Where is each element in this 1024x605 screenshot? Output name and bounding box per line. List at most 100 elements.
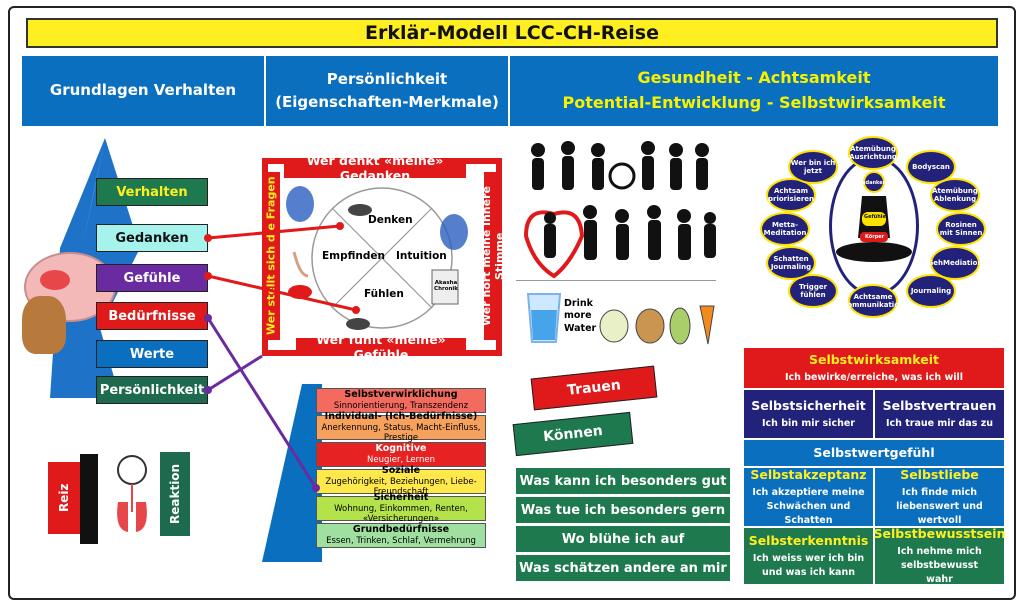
selbsterkenntnis-box: Selbsterkenntnis Ich weiss wer ich bin u… — [744, 528, 873, 584]
med-node-rosinen: Rosinen mit Sinnen — [936, 212, 986, 246]
label-verhalten: Verhalten — [96, 178, 208, 206]
vegetables-icon — [599, 305, 715, 345]
med-node-metta: Metta-Meditation — [760, 212, 810, 246]
med-node-schatten: Schatten Journaling — [766, 246, 816, 280]
chakra-gedanken: Gedanken — [858, 180, 887, 186]
selbsterkenntnis-sub1: Ich weiss wer ich bin — [752, 553, 865, 565]
meditation-wheel: Gedanken Gefühle Körper Atemübung Ausric… — [754, 128, 994, 318]
eye-icon-bottom — [346, 318, 370, 330]
ear-icon-left — [286, 186, 314, 222]
pyramid-blue-wedge — [262, 384, 322, 562]
selbstbewusstsein-sub2: wahr — [926, 573, 953, 585]
wheel-intuition: Intuition — [396, 250, 447, 262]
book-icon — [431, 269, 459, 305]
header-persoenlichkeit-line1: Persönlichkeit — [326, 69, 448, 88]
header-persoenlichkeit-line2: (Eigenschaften-Merkmale) — [275, 93, 499, 111]
pyramid-level-2-title: Individual- (Ich-Bedürfnisse) — [324, 410, 478, 422]
med-node-trigger: Trigger fühlen — [788, 274, 838, 308]
meditating-person-icon — [836, 171, 912, 262]
reaktion-label: Reaktion — [160, 452, 190, 536]
pyramid-level-4: Soziale Zugehörigkeit, Beziehungen, Lieb… — [316, 465, 486, 497]
pyramid-level-2-sub: Anerkennung, Status, Macht-Einfluss, Pre… — [321, 422, 481, 444]
divider-line — [516, 280, 716, 281]
selbstbewusstsein-box: Selbstbewusstsein Ich nehme mich selbstb… — [874, 526, 1006, 585]
wheel-empfinden: Empfinden — [322, 250, 385, 262]
header-gesundheit-line1: Gesundheit - Achtsamkeit — [637, 68, 871, 88]
selbstliebe-sub2: liebenswert und wertvoll — [896, 501, 983, 526]
nose-icon — [292, 251, 309, 278]
heart-icon — [523, 210, 585, 279]
header-gesundheit-line2: Potential-Entwicklung - Selbstwirksamkei… — [562, 93, 946, 112]
pyramid-level-3-sub: Neugier, Lernen — [366, 455, 436, 466]
door-icon — [80, 454, 98, 544]
pyramid-level-3-title: Kognitive — [375, 443, 427, 455]
amygdala-icon — [40, 270, 70, 290]
wheel-fuehlen: Fühlen — [364, 288, 404, 300]
selbsterkenntnis-sub2: und was ich kann — [762, 567, 855, 579]
header-gesundheit: Gesundheit - Achtsamkeit Potential-Entwi… — [510, 56, 998, 126]
pyramid-level-5: Sicherheit Wohnung, Einkommen, Renten, «… — [316, 492, 486, 524]
selbsterkenntnis-title: Selbsterkenntnis — [748, 533, 869, 549]
wheel-denken: Denken — [368, 214, 413, 226]
monkey-icon — [22, 296, 66, 354]
page-title: Erklär-Modell LCC-CH-Reise — [26, 18, 998, 48]
label-persoenlichkeit: Persönlichkeit — [96, 376, 208, 404]
med-node-wer-bin-ich: Wer bin ich jetzt — [788, 150, 838, 184]
people-silhouettes — [523, 141, 716, 279]
wheel-right-text: Wer hört meine innere Stimme — [480, 172, 506, 340]
question-2: Was tue ich besonders gern — [516, 497, 730, 523]
label-gefuehle: Gefühle — [96, 264, 208, 292]
selbstvertrauen-box: Selbstvertrauen Ich traue mir das zu — [875, 390, 1004, 438]
wheel-bottom-text: Wer fühlt «meine» Gefühle — [296, 332, 466, 362]
pyramid-level-6-sub: Essen, Trinken, Schlaf, Vermehrung — [326, 536, 476, 547]
chakra-koerper: Körper — [865, 234, 885, 240]
chakra-gefuehle: Gefühle — [864, 214, 886, 220]
pyramid-level-6-title: Grundbedürfnisse — [352, 524, 450, 536]
ear-icon-right — [440, 214, 468, 250]
reiz-label: Reiz — [48, 462, 80, 534]
selbstwertgefuehl-title: Selbstwertgefühl — [813, 444, 935, 460]
pyramid-level-1-title: Selbstverwirklichung — [344, 389, 458, 401]
selbstliebe-title: Selbstliebe — [900, 467, 979, 483]
selbstakzeptanz-box: Selbstakzeptanz Ich akzeptiere meine Sch… — [744, 467, 873, 526]
med-node-atemuebung-ablenkung: Atemübung Ablenkung — [930, 178, 980, 212]
mouth-icon — [288, 285, 312, 299]
question-1: Was kann ich besonders gut — [516, 468, 730, 494]
book-label: Akasha Chronik — [434, 280, 458, 292]
selbstvertrauen-title: Selbstvertrauen — [882, 398, 997, 414]
selbstwertgefuehl-box: Selbstwertgefühl — [744, 440, 1004, 466]
pyramid-level-1: Selbstverwirklichung Sinnorientierung, T… — [316, 388, 486, 413]
selbstsicherheit-sub: Ich bin mir sicher — [762, 418, 855, 430]
eye-icon-top — [348, 204, 372, 216]
pyramid-side — [262, 384, 322, 562]
question-3: Wo blühe ich auf — [516, 526, 730, 552]
lung-right — [136, 502, 147, 532]
selbstakzeptanz-title: Selbstakzeptanz — [750, 467, 867, 483]
lung-left — [117, 502, 128, 532]
pyramid-level-5-title: Sicherheit — [373, 491, 429, 503]
breathing-head-icon — [117, 455, 147, 532]
pyramid: Selbstverwirklichung Sinnorientierung, T… — [316, 388, 486, 548]
label-werte: Werte — [96, 340, 208, 368]
pyramid-level-4-sub: Zugehörigkeit, Beziehungen, Liebe-Freund… — [325, 476, 477, 498]
pyramid-level-3: Kognitive Neugier, Lernen — [316, 442, 486, 467]
selbstakzeptanz-sub1: Ich akzeptiere meine — [752, 487, 865, 499]
label-beduerfnisse: Bedürfnisse — [96, 302, 208, 330]
selbstliebe-box: Selbstliebe Ich finde mich liebenswert u… — [875, 467, 1004, 526]
header-grundlagen-text: Grundlagen Verhalten — [49, 81, 237, 100]
med-node-atemuebung-ausrichtung: Atemübung Ausrichtung — [848, 136, 898, 170]
pyramid-level-5-sub: Wohnung, Einkommen, Renten, «Versicherun… — [334, 503, 468, 525]
selbstwirksamkeit-box: Selbstwirksamkeit Ich bewirke/erreiche, … — [744, 348, 1004, 388]
selbstwirksamkeit-title: Selbstwirksamkeit — [808, 352, 940, 368]
label-gedanken: Gedanken — [96, 224, 208, 252]
selbstwirksamkeit-sub: Ich bewirke/erreiche, was ich will — [784, 372, 964, 384]
wheel-left-text: Wer stellt sich die Fragen — [262, 172, 280, 340]
med-node-achtsame-kommunikation: Achtsame Kommunikation — [842, 284, 904, 318]
selbstsicherheit-box: Selbstsicherheit Ich bin mir sicher — [744, 390, 873, 438]
selbstvertrauen-sub: Ich traue mir das zu — [885, 418, 993, 430]
header-grundlagen: Grundlagen Verhalten — [22, 56, 264, 126]
pyramid-level-1-sub: Sinnorientierung, Transzendenz — [333, 401, 469, 412]
iceberg-highlight — [82, 138, 105, 248]
selbstbewusstsein-sub1: Ich nehme mich selbstbewusst — [897, 546, 982, 572]
selbstsicherheit-title: Selbstsicherheit — [751, 398, 866, 414]
